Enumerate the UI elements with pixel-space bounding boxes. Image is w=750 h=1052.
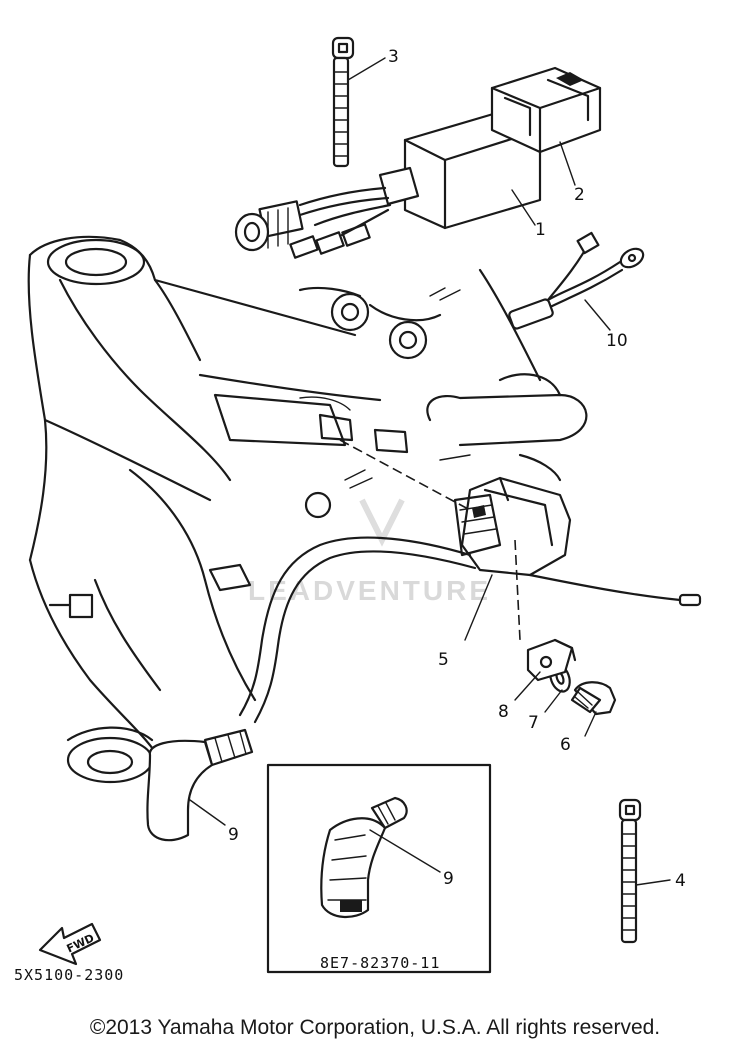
copyright-notice: ©2013 Yamaha Motor Corporation, U.S.A. A… xyxy=(89,1016,661,1039)
callout-9-inset: 9 xyxy=(443,869,454,889)
inset-box xyxy=(266,763,492,974)
callout-8: 8 xyxy=(498,702,509,722)
spark-plug-cap xyxy=(146,728,254,842)
callout-3: 3 xyxy=(388,47,399,67)
ignition-coil xyxy=(238,476,702,724)
bolt-6 xyxy=(570,681,617,716)
callout-5: 5 xyxy=(438,650,449,670)
drawing-code: 5X5100-2300 xyxy=(14,966,124,984)
leader-coil-mount xyxy=(339,439,471,511)
callout-10: 10 xyxy=(606,331,628,351)
rubber-cover xyxy=(490,66,602,154)
engine-block xyxy=(27,235,588,784)
callout-2: 2 xyxy=(574,185,585,205)
fwd-arrow-icon: FWD xyxy=(38,922,102,966)
callout-7: 7 xyxy=(528,713,539,733)
watermark-text: LEADVENTURE xyxy=(248,575,491,606)
watermark: LEADVENTURE xyxy=(248,498,491,606)
callout-leaders xyxy=(189,57,671,886)
bracket-8 xyxy=(526,638,577,682)
callout-9: 9 xyxy=(228,825,239,845)
callout-6: 6 xyxy=(560,735,571,755)
callout-4: 4 xyxy=(675,871,686,891)
cable-tie-4 xyxy=(618,798,642,944)
inset-part-code: 8E7-82370-11 xyxy=(320,954,440,972)
leader-coil-bolt xyxy=(514,539,521,641)
lead-wire xyxy=(508,231,645,330)
callout-1: 1 xyxy=(535,220,546,240)
cdi-unit xyxy=(234,110,542,259)
cable-tie-3 xyxy=(331,36,355,168)
parts-diagram: LEADVENTURE xyxy=(14,36,702,984)
